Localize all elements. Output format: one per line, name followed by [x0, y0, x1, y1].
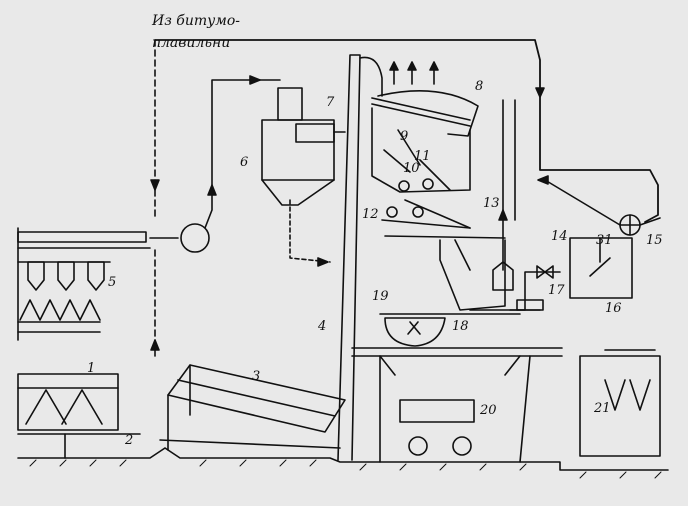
callout-label-20: 20	[479, 403, 497, 418]
callout-label-9: 9	[400, 129, 408, 144]
cyclone-dust-collector	[261, 87, 346, 206]
hot-bins	[371, 107, 471, 193]
weigh-dispenser	[381, 199, 506, 239]
callout-label-11: 11	[414, 149, 431, 164]
sand-bin-unit-1	[17, 373, 141, 459]
bitumen-supply-line	[150, 39, 659, 361]
caption-line-2: плавильни	[152, 35, 230, 51]
callout-label-13: 13	[483, 196, 500, 211]
dump-truck	[399, 399, 475, 456]
callout-label-18: 18	[452, 319, 469, 334]
callout-label-3: 3	[252, 369, 260, 384]
ground	[17, 447, 669, 479]
callout-label-10: 10	[403, 161, 420, 176]
callout-label-19: 19	[372, 289, 389, 304]
hot-elevator	[337, 54, 383, 461]
callout-label-6: 6	[240, 155, 248, 170]
mixing-tower-frame	[351, 347, 563, 463]
drying-drum	[159, 364, 346, 451]
caption-line-1: Из битумо-	[151, 13, 240, 29]
filler-hopper	[379, 309, 541, 347]
callout-label-5: 5	[108, 275, 116, 290]
storage-bunker	[579, 349, 661, 457]
callout-label-17: 17	[548, 283, 565, 298]
callout-label-12: 12	[362, 207, 379, 222]
callout-label-16: 16	[605, 301, 622, 316]
pugmill-mixer	[439, 99, 516, 311]
bitumen-dosing-system	[509, 175, 661, 311]
cold-aggregate-bins	[17, 227, 151, 341]
callout-label-1: 1	[87, 361, 95, 376]
callout-label-15: 15	[646, 233, 663, 248]
callout-label-21: 21	[593, 401, 611, 416]
bitumen-tank-mark: 31	[596, 233, 613, 248]
vibrating-screen	[371, 61, 479, 137]
callout-label-8: 8	[475, 79, 483, 94]
callout-label-2: 2	[124, 433, 133, 448]
exhaust-duct	[149, 75, 331, 267]
callout-label-7: 7	[326, 95, 335, 110]
callout-label-14: 14	[551, 229, 568, 244]
callout-label-4: 4	[317, 319, 326, 334]
